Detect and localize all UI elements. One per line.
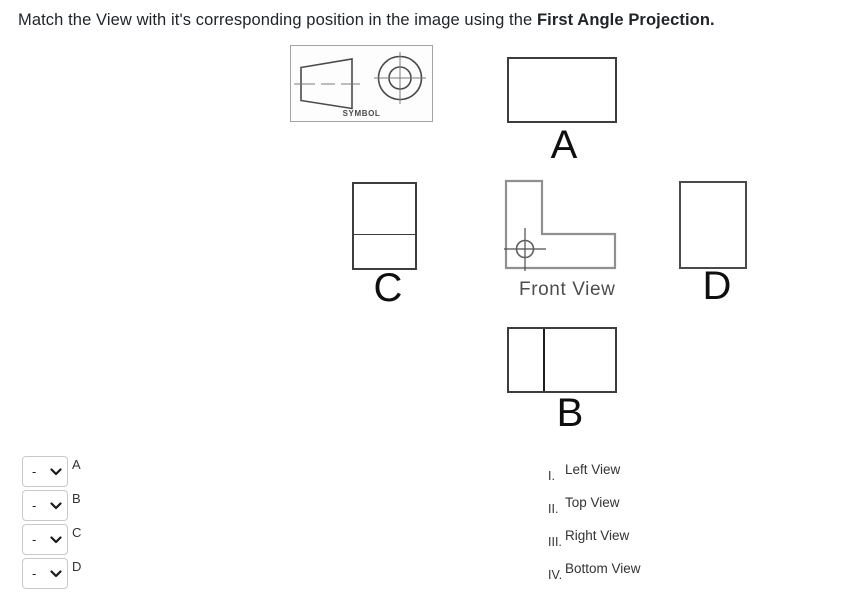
title-text: Match the View with it's corresponding p…: [18, 11, 537, 29]
page-title: Match the View with it's corresponding p…: [18, 11, 715, 30]
view-slot-b-rect: [507, 327, 617, 393]
title-bold-text: First Angle Projection.: [536, 11, 715, 29]
answer-label-d: D: [72, 559, 82, 574]
answer-select-a-wrap: -: [22, 456, 68, 487]
front-view-drawing: [504, 179, 617, 271]
symbol-caption: SYMBOL: [342, 109, 381, 118]
answer-select-d-wrap: -: [22, 558, 68, 589]
option-numeral: III.: [548, 535, 562, 549]
option-name: Bottom View: [565, 561, 641, 576]
view-slot-c-rect: [352, 182, 417, 270]
answer-label-b: B: [72, 491, 81, 506]
answer-label-a: A: [72, 457, 81, 472]
answer-label-c: C: [72, 525, 82, 540]
answer-select-c[interactable]: -: [22, 524, 68, 555]
view-slot-c-letter: C: [373, 266, 403, 310]
option-name: Left View: [565, 462, 621, 477]
option-item-top-view: II. Top View: [548, 494, 620, 516]
view-slot-c-divider: [354, 234, 415, 235]
view-slot-b-letter: B: [556, 391, 584, 435]
option-item-left-view: I. Left View: [548, 461, 621, 483]
answer-select-d[interactable]: -: [22, 558, 68, 589]
answer-row-c: - C: [22, 524, 142, 555]
option-numeral: I.: [548, 469, 555, 483]
view-slot-d-rect: [679, 181, 747, 269]
answer-row-b: - B: [22, 490, 142, 521]
view-slot-a-letter: A: [550, 123, 578, 167]
answer-row-d: - D: [22, 558, 142, 589]
answer-select-c-wrap: -: [22, 524, 68, 555]
option-item-right-view: III.Right View: [548, 527, 630, 549]
projection-symbol-box: SYMBOL: [290, 45, 433, 122]
answer-select-a[interactable]: -: [22, 456, 68, 487]
view-slot-d-letter: D: [702, 264, 732, 308]
first-angle-projection-symbol-icon: [294, 52, 426, 110]
option-numeral: II.: [548, 502, 559, 516]
answer-row-a: - A: [22, 456, 142, 487]
answer-select-b[interactable]: -: [22, 490, 68, 521]
front-view-label: Front View: [519, 279, 616, 300]
answer-select-b-wrap: -: [22, 490, 68, 521]
option-name: Top View: [565, 495, 620, 510]
option-name: Right View: [565, 528, 630, 543]
view-slot-a-rect: [507, 57, 617, 123]
option-item-bottom-view: IV.Bottom View: [548, 560, 641, 582]
option-numeral: IV.: [548, 568, 563, 582]
view-slot-b-divider: [542, 329, 545, 391]
